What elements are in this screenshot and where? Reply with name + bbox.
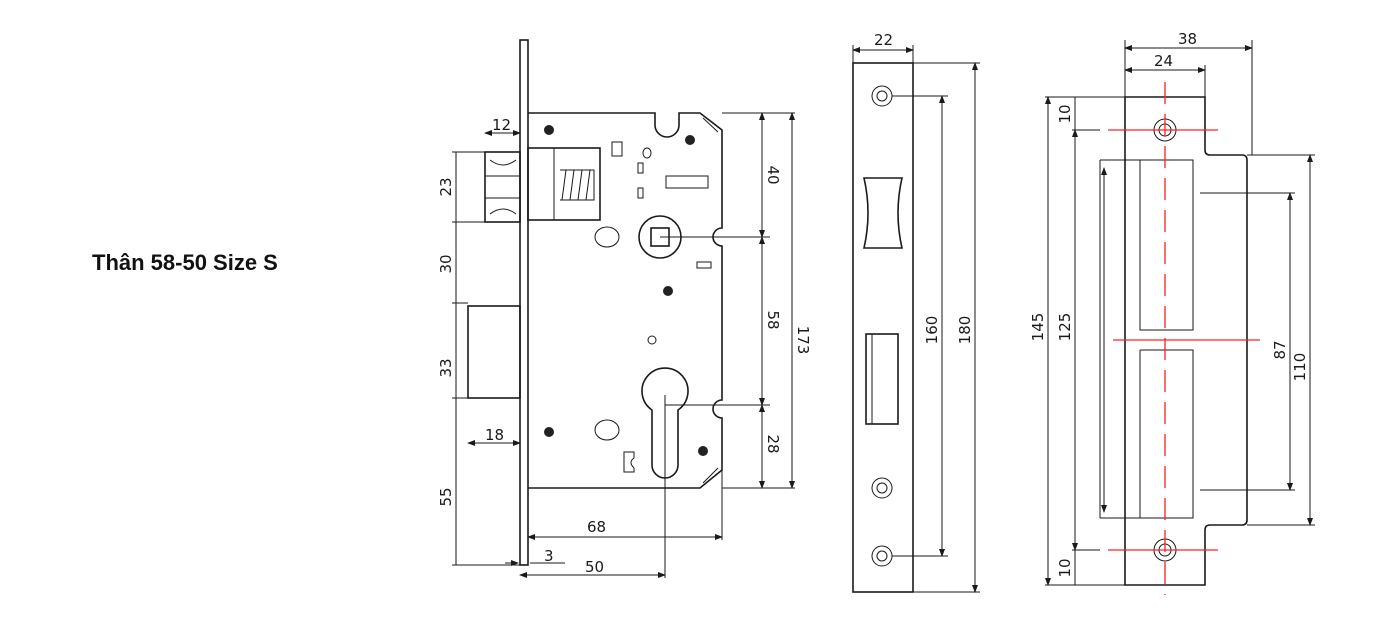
latch-bolt <box>484 151 521 223</box>
dim-strike-screw-spacing: 125 <box>1056 313 1074 342</box>
cylinder-keyhole <box>641 367 689 479</box>
dim-faceplate: 3 <box>544 547 554 565</box>
dim-top-to-spindle: 40 <box>764 165 782 184</box>
deadbolt-opening <box>865 333 899 425</box>
dim-strike-width: 38 <box>1178 30 1197 48</box>
drawing-line <box>611 141 623 157</box>
drawing-line <box>665 175 709 189</box>
lock-body-drawing: 12 23 30 33 55 18 68 3 50 <box>437 39 812 578</box>
dim-faceplate-screw-spacing: 160 <box>923 316 941 345</box>
drawing-line <box>876 550 888 562</box>
screw-hole-icon <box>871 545 893 567</box>
dim-gap: 30 <box>437 254 455 273</box>
drawing-line <box>1045 40 1315 586</box>
drawing-line <box>852 45 980 593</box>
oval-hole <box>594 419 620 441</box>
drawing-line <box>642 147 652 159</box>
drawing-line <box>485 159 520 215</box>
dim-depth: 68 <box>587 518 606 536</box>
screw-icon <box>685 135 695 145</box>
screw-hole-icon <box>871 477 893 499</box>
dim-latch-width: 12 <box>492 116 511 134</box>
drawing-line <box>702 117 719 484</box>
dim-cylinder-to-bottom: 28 <box>764 434 782 453</box>
dim-faceplate-width: 22 <box>874 31 893 49</box>
oval-hole <box>594 226 620 248</box>
drawing-line <box>660 112 795 489</box>
dim-strike-inner: 87 <box>1271 340 1289 359</box>
drawing-line <box>623 451 635 473</box>
product-title: Thân 58-50 Size S <box>92 250 278 275</box>
dim-bottom: 55 <box>437 487 455 506</box>
deadbolt <box>467 305 521 399</box>
drawing-line <box>876 482 888 494</box>
drawing-line <box>527 147 555 221</box>
faceplate-outline <box>852 62 914 593</box>
lock-body-dimensions: 12 23 30 33 55 18 68 3 50 <box>437 112 812 578</box>
screw-hole-icon <box>871 85 893 107</box>
lock-case-outline <box>528 112 723 489</box>
dim-backset: 50 <box>585 558 604 576</box>
lock-faceplate-edge <box>519 39 529 566</box>
strike-box <box>1099 159 1194 519</box>
strike-plate-drawing: 38 24 145 125 10 10 87 110 <box>1029 30 1315 595</box>
dim-deadbolt-height: 33 <box>437 358 455 377</box>
drawing-line <box>637 162 644 174</box>
dim-deadbolt-width: 18 <box>485 426 504 444</box>
drawing-line <box>696 261 712 269</box>
screw-icon <box>544 427 554 437</box>
dim-strike-top-offset: 10 <box>1056 104 1074 123</box>
strike-plate-outline <box>1124 96 1248 586</box>
drawing-line <box>637 187 644 199</box>
screw-icon <box>663 286 673 296</box>
dim-latch-height: 23 <box>437 177 455 196</box>
dim-center-distance: 58 <box>764 310 782 329</box>
dim-strike-plate-width: 24 <box>1154 52 1173 70</box>
dim-body-height: 173 <box>794 326 812 355</box>
dim-strike-bottom-offset: 10 <box>1056 558 1074 577</box>
dim-faceplate-length: 180 <box>956 316 974 345</box>
dim-strike-box: 110 <box>1291 353 1309 382</box>
drawing-line <box>876 90 888 102</box>
drawing-line <box>647 335 657 345</box>
drawing-line <box>452 151 520 566</box>
dim-strike-length: 145 <box>1029 313 1047 342</box>
faceplate-drawing: 22 160 180 <box>852 31 980 593</box>
screw-icon <box>544 125 554 135</box>
spring-icon <box>560 169 595 201</box>
latch-opening <box>862 177 904 249</box>
screw-icon <box>698 446 708 456</box>
